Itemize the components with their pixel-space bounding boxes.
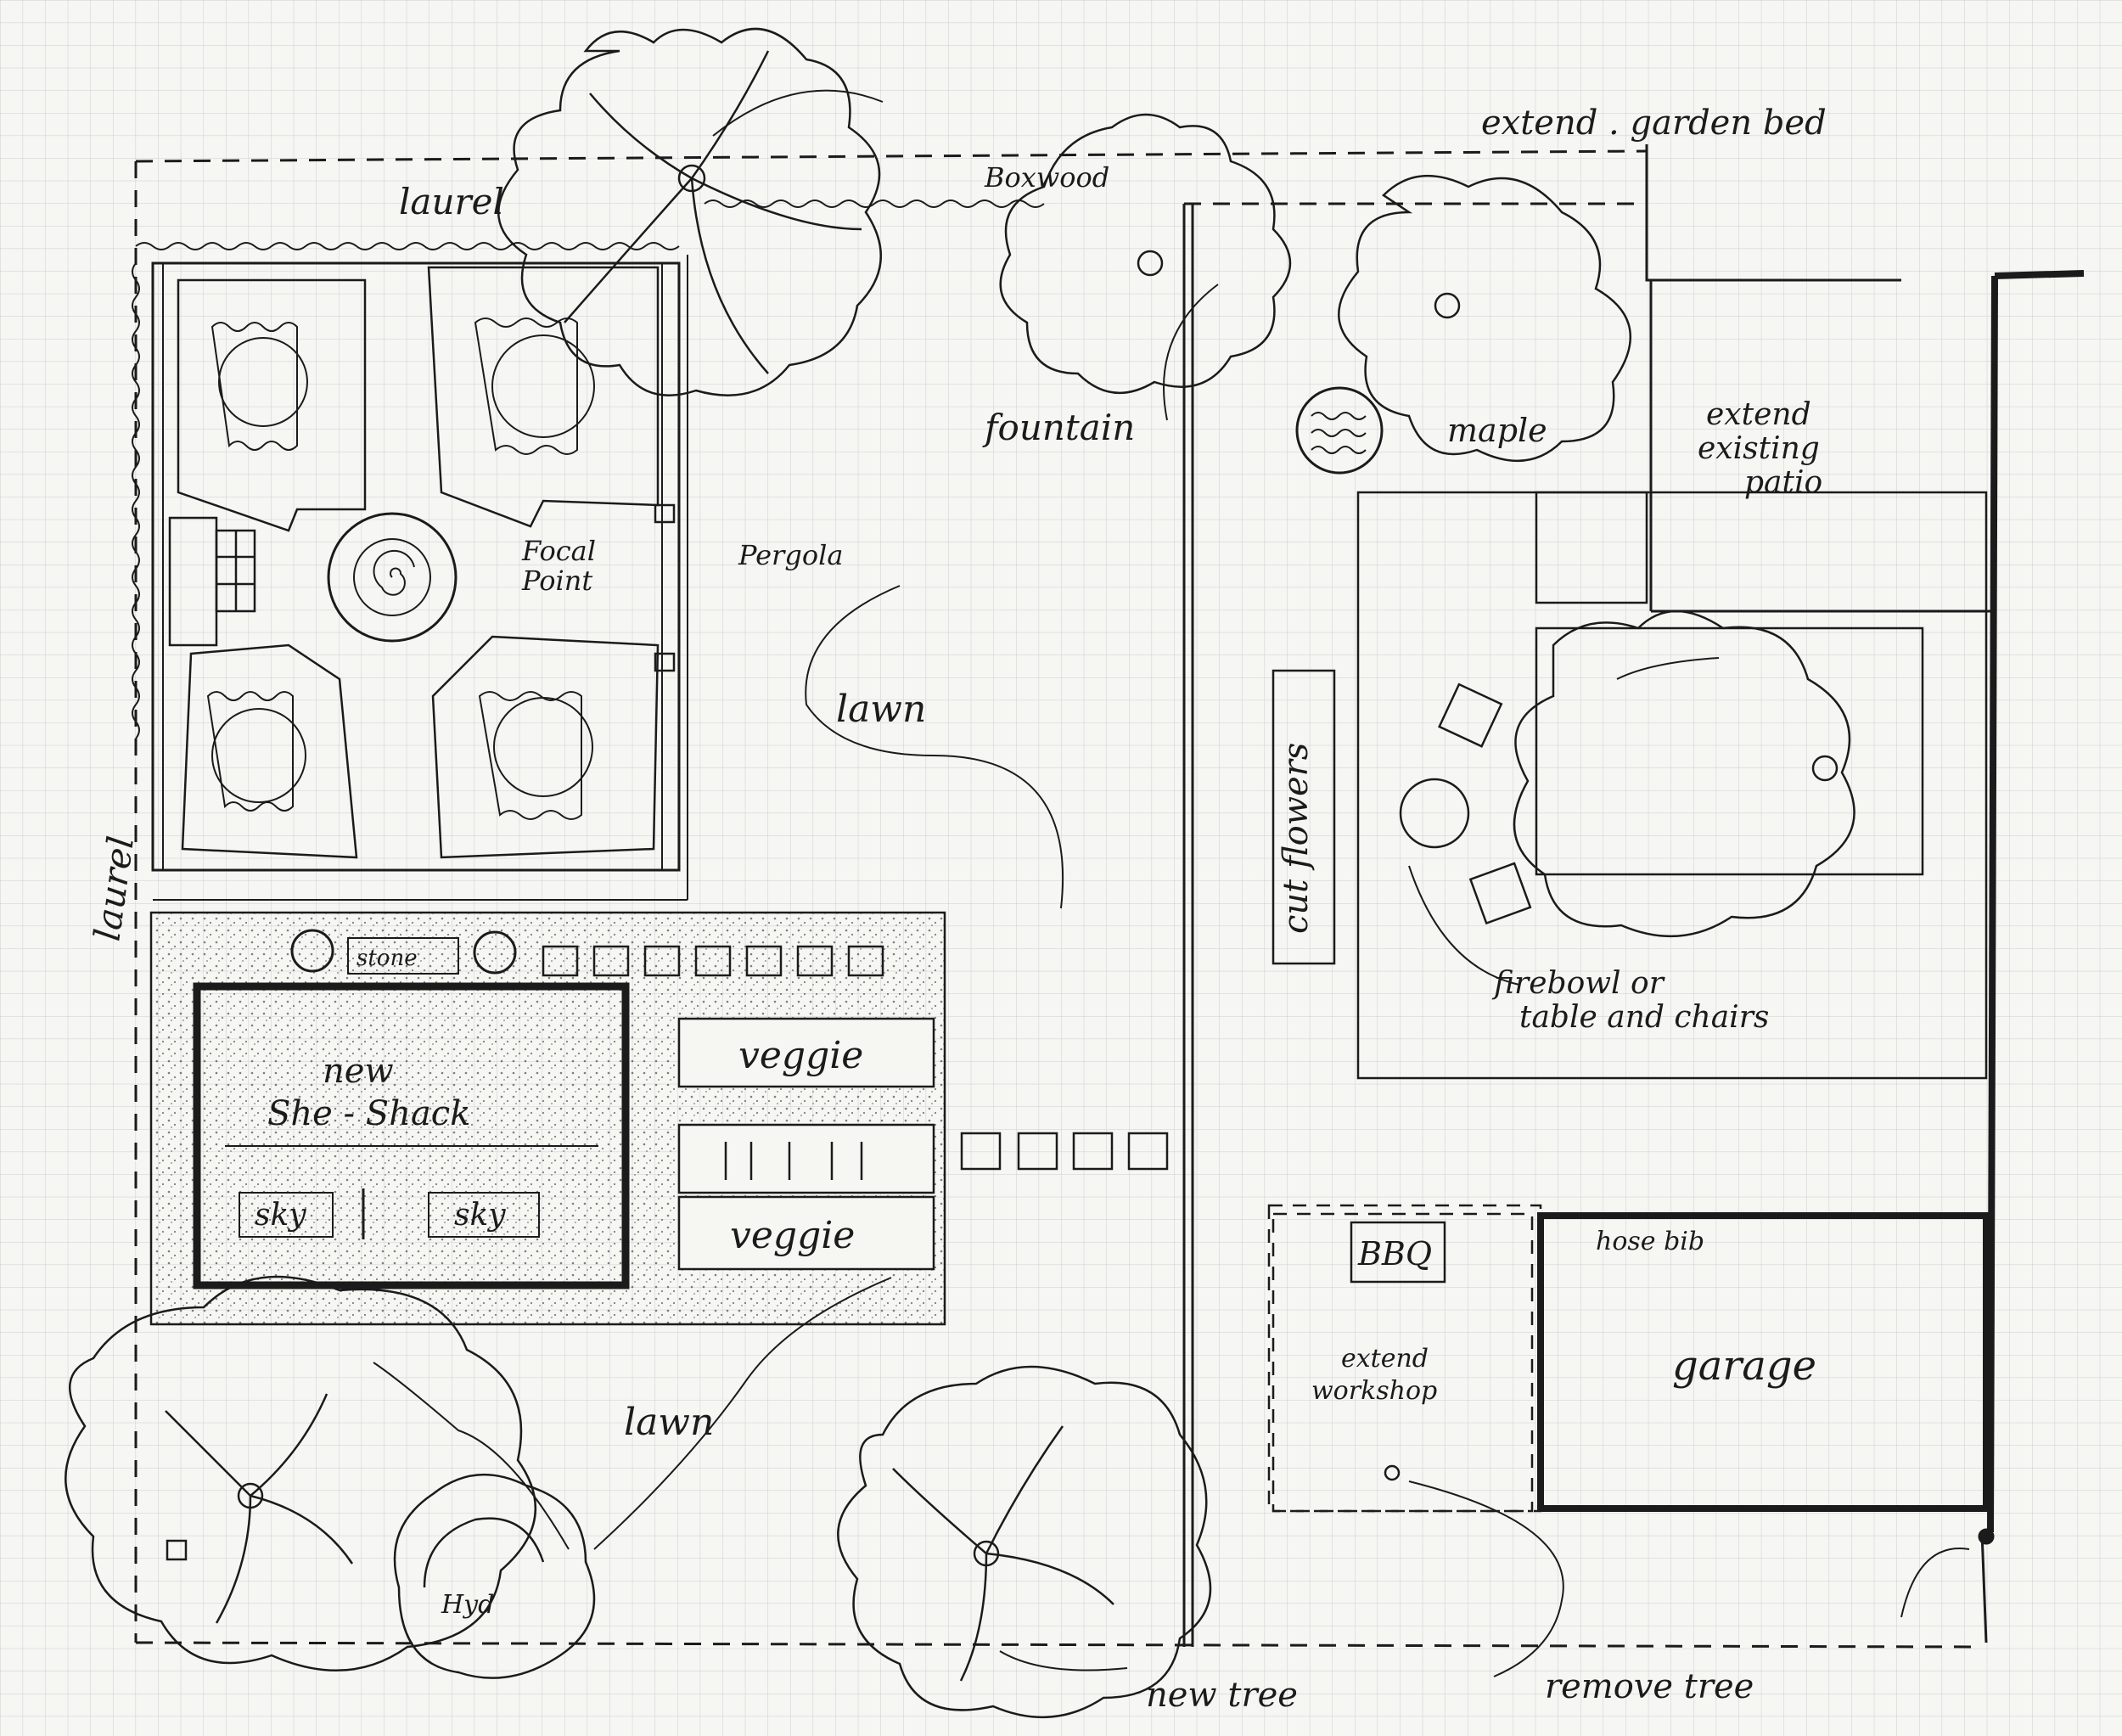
label-cut-flowers: cut flowers	[1277, 743, 1316, 934]
veggie-beds	[677, 1017, 935, 1271]
pergola	[654, 503, 676, 672]
tree-top-left	[497, 27, 882, 396]
cut-flowers-bed	[1272, 669, 1336, 965]
garden-bench	[168, 516, 256, 647]
garage	[1537, 1212, 1990, 1512]
label-extend-patio-1: extend	[1706, 397, 1811, 432]
label-sky-right: sky	[454, 1198, 506, 1233]
label-veggie-bottom: veggie	[730, 1214, 855, 1257]
stepping-stones-row	[542, 945, 884, 977]
parterre-bed-ne	[427, 266, 660, 528]
label-extend-garden-bed: extend . garden bed	[1481, 104, 1827, 143]
house-wall	[1645, 144, 2085, 1643]
tree-new	[837, 1365, 1212, 1719]
label-sky-left: sky	[255, 1198, 306, 1233]
laurel-hedge-top	[135, 199, 1045, 250]
label-laurel-top: laurel	[399, 181, 504, 222]
label-hyd: Hyd	[441, 1590, 494, 1620]
label-veggie-top: veggie	[738, 1034, 863, 1077]
label-garage: garage	[1672, 1342, 1816, 1390]
central-lawn-border	[1182, 204, 1194, 1647]
fountain	[1295, 386, 1384, 475]
tree-boxwood	[999, 113, 1292, 395]
label-new-tree: new tree	[1146, 1676, 1298, 1715]
leader-lines	[373, 89, 1970, 1677]
tree-bottom-left	[65, 1275, 536, 1672]
label-she-shack-2: She - Shack	[267, 1094, 470, 1133]
label-firebowl-2: table and chairs	[1519, 1000, 1769, 1035]
label-extend-patio-3: patio	[1744, 465, 1822, 500]
workshop-extension	[1267, 1204, 1542, 1513]
label-firebowl-1: firebowl or	[1491, 966, 1665, 1001]
label-remove-tree: remove tree	[1545, 1667, 1754, 1706]
label-focal-point-1: Focal	[521, 535, 596, 567]
removed-tree-marker	[1384, 1464, 1401, 1481]
label-maple: maple	[1447, 412, 1547, 449]
parterre-bed-nw	[177, 278, 367, 532]
label-extend-patio-2: existing	[1698, 431, 1820, 466]
label-focal-point-2: Point	[521, 565, 592, 597]
firebowl	[1399, 683, 1532, 925]
label-hose-bib: hose bib	[1596, 1227, 1704, 1256]
label-pergola: Pergola	[738, 539, 843, 571]
tree-maple	[1338, 174, 1631, 463]
stone-feature	[290, 929, 517, 975]
shrub-hydrangea	[393, 1473, 596, 1679]
label-extend-workshop-2: workshop	[1311, 1376, 1437, 1406]
bbq-area	[1272, 1212, 1534, 1513]
label-fountain: fountain	[982, 407, 1135, 448]
label-she-shack-1: new	[323, 1052, 394, 1091]
parterre-bed-sw	[181, 643, 358, 859]
focal-point	[327, 512, 458, 643]
label-bbq: BBQ	[1357, 1235, 1432, 1273]
path-pavers	[960, 1132, 1169, 1171]
parterre-bed-se	[431, 635, 660, 859]
label-lawn-bottom: lawn	[624, 1401, 714, 1444]
label-lawn-center: lawn	[836, 688, 926, 731]
label-boxwood: Boxwood	[984, 161, 1109, 194]
label-stone: stone	[356, 946, 418, 971]
formal-garden	[151, 255, 688, 901]
tree-patio	[1513, 610, 1855, 938]
laurel-hedge-side	[132, 262, 140, 739]
label-extend-workshop-1: extend	[1341, 1344, 1429, 1374]
